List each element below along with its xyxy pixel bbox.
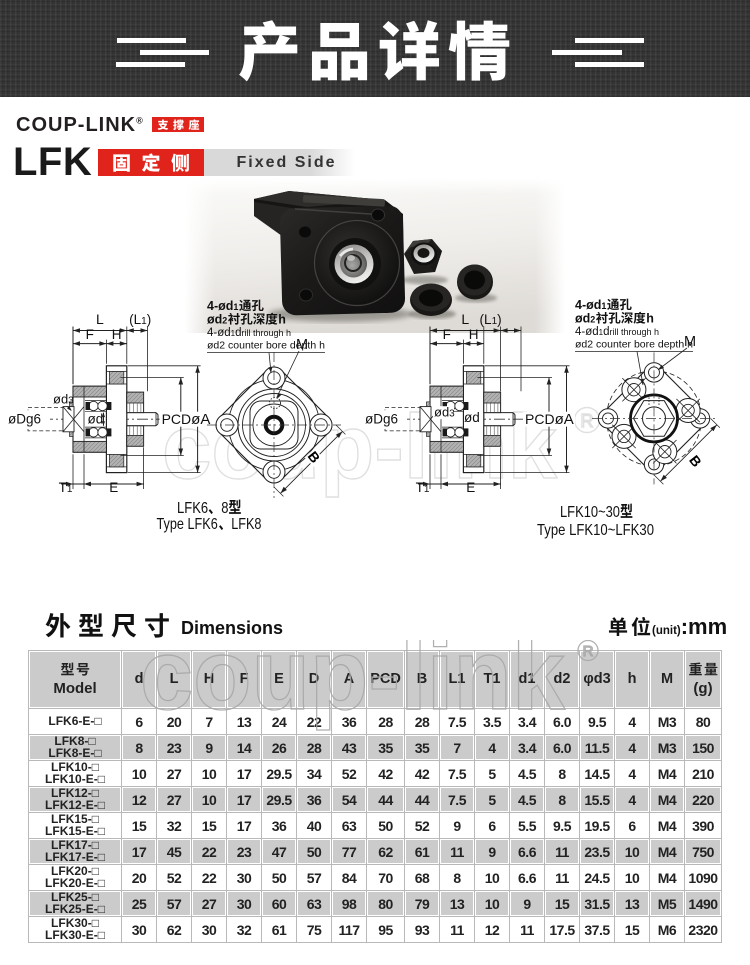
svg-text:h: h: [278, 313, 286, 327]
svg-text:1: 1: [233, 302, 238, 312]
svg-text:ød: ød: [464, 410, 480, 425]
svg-text:B: B: [686, 452, 705, 470]
svg-text:T1: T1: [59, 480, 73, 495]
svg-text:4-ød1drill through h: 4-ød1drill through h: [207, 327, 291, 339]
svg-text:E: E: [466, 480, 475, 495]
svg-text:4-ød1drill through h: 4-ød1drill through h: [575, 326, 659, 338]
svg-text:ød: ød: [88, 412, 104, 427]
svg-text:H: H: [469, 327, 479, 342]
svg-text:1: 1: [601, 301, 606, 311]
svg-text:ød: ød: [575, 312, 590, 326]
svg-text:R: R: [581, 411, 594, 431]
svg-text:2: 2: [590, 315, 595, 325]
svg-text:øDg6: øDg6: [8, 412, 41, 427]
svg-text:ød2 counter bore depth h: ød2 counter bore depth h: [575, 339, 693, 351]
svg-text:2: 2: [222, 316, 227, 326]
svg-text:T1: T1: [416, 480, 430, 495]
svg-text:ød3: ød3: [434, 405, 455, 420]
svg-text:8: 8: [221, 500, 228, 518]
svg-text:PCDøA: PCDøA: [525, 411, 574, 428]
svg-text:L: L: [96, 311, 104, 327]
svg-text:L: L: [461, 311, 469, 327]
svg-text:LFK8: LFK8: [231, 516, 261, 534]
svg-text:LFK6: LFK6: [177, 500, 208, 518]
svg-text:LFK10~30: LFK10~30: [560, 504, 620, 522]
svg-text:M: M: [684, 334, 696, 350]
svg-text:4-ød: 4-ød: [207, 299, 233, 313]
svg-text:PCDøA: PCDøA: [162, 411, 211, 428]
svg-text:Type LFK10~LFK30: Type LFK10~LFK30: [537, 522, 654, 539]
svg-text:H: H: [112, 327, 122, 342]
svg-text:4-ød: 4-ød: [575, 298, 601, 312]
svg-text:Type LFK6: Type LFK6: [157, 516, 218, 534]
svg-text:F: F: [86, 327, 94, 342]
svg-text:(L1): (L1): [480, 312, 502, 327]
svg-text:(L1): (L1): [129, 312, 151, 327]
svg-text:øDg6: øDg6: [365, 412, 398, 427]
svg-text:ød: ød: [207, 313, 222, 327]
svg-text:F: F: [443, 327, 451, 342]
svg-text:E: E: [109, 480, 118, 495]
svg-text:ød3: ød3: [53, 392, 74, 407]
svg-text:M: M: [296, 337, 308, 353]
svg-text:ød2 counter bore depth h: ød2 counter bore depth h: [207, 340, 325, 352]
svg-text:h: h: [646, 312, 654, 326]
